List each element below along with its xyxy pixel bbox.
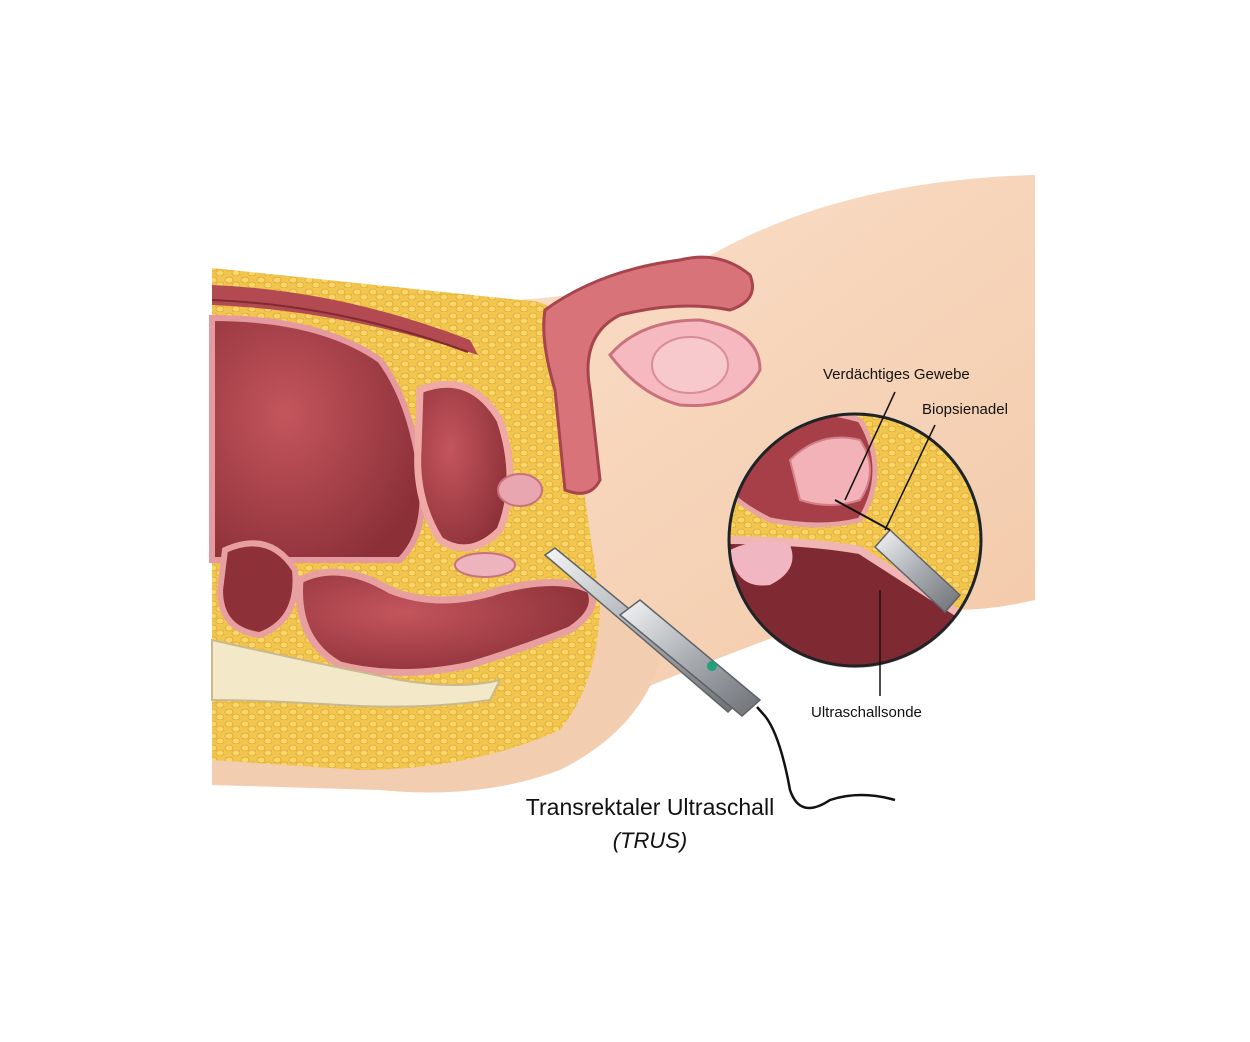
label-suspicious-tissue: Verdächtiges Gewebe (823, 366, 970, 383)
sacrum-spine (211, 638, 502, 708)
prostate (497, 473, 543, 507)
bladder (414, 380, 514, 552)
caption-subtitle: (TRUS) (612, 828, 688, 853)
ultrasound-probe-main (543, 547, 896, 810)
label-ultrasound-probe: Ultraschallsonde (811, 704, 922, 721)
abdominal-muscle (212, 285, 478, 355)
rectum (296, 568, 596, 676)
bowel-loop-small (216, 540, 299, 639)
penis (542, 255, 754, 495)
magnified-detail-circle (727, 412, 983, 668)
abdominal-organ (209, 314, 426, 563)
callout-line-biopsy-needle (884, 424, 936, 531)
label-biopsy-needle: Biopsienadel (922, 401, 1008, 418)
callout-line-suspicious-tissue (844, 391, 896, 501)
caption-title: Transrektaler Ultraschall (525, 794, 775, 820)
